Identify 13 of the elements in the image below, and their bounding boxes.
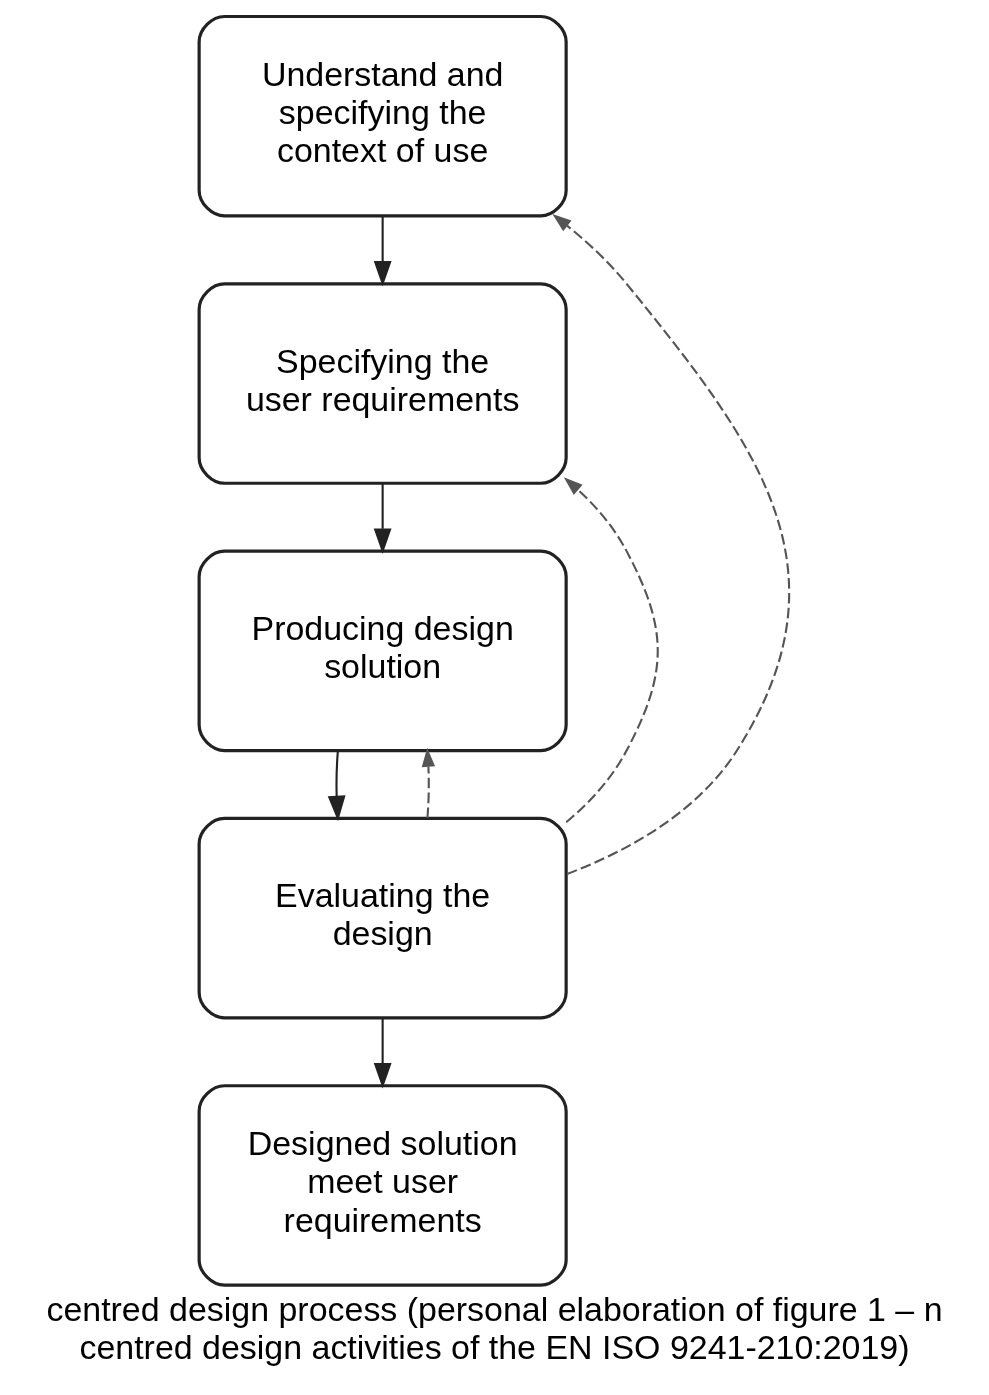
node-box: Understand and specifying the context of use bbox=[197, 14, 568, 218]
arrow bbox=[327, 750, 346, 822]
caption: centred design process (personal elaboration of figure 1 – n centred design activities of the EN ISO 9241-210:2019) bbox=[46, 1289, 943, 1366]
arrow bbox=[421, 747, 436, 819]
node-box: Designed solution meet user requirements bbox=[197, 1084, 568, 1287]
arrow bbox=[563, 477, 659, 824]
arrow bbox=[373, 483, 392, 554]
arrow bbox=[373, 1018, 392, 1089]
arrow bbox=[552, 214, 791, 875]
node-box: Specifying the user requirements bbox=[197, 282, 568, 485]
node-box: Evaluating the design bbox=[197, 816, 568, 1020]
arrow bbox=[373, 216, 392, 287]
node-box: Producing design solution bbox=[197, 549, 568, 753]
